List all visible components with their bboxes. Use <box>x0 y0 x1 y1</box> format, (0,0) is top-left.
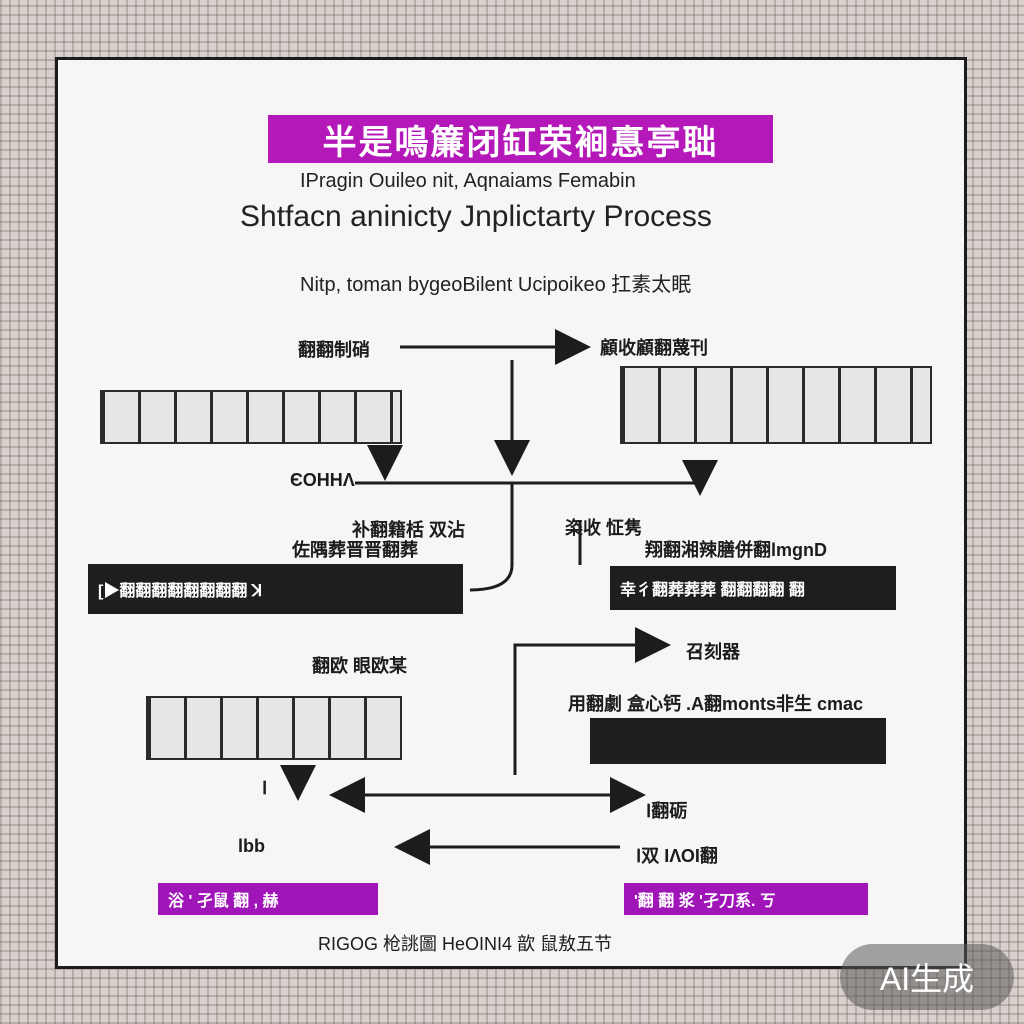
node-label-mid-left: ЄOHΗΛ <box>290 470 355 490</box>
node-label-right-lower: 用翻劇 盒心钙 .A翻monts非生 cmac <box>568 694 864 714</box>
small-label-4: Ⅰ双 IΛΟΙ翻 <box>636 846 718 866</box>
small-label-3: lbb <box>238 836 265 856</box>
node-box-left-lower <box>146 696 402 760</box>
caption-line: Nitp, toman bygeoBilent Ucipoikeo 扛素太眠 <box>300 274 692 296</box>
connector-curve <box>469 483 514 592</box>
footer-caption: RIGOG 枪誂圖 HeOINI4 歆 鼠敖五节 <box>318 934 613 954</box>
subtitle-small: IPragin Ouileo nit, Aqnaiams Femabin <box>300 170 636 192</box>
node-box-right-top <box>620 366 932 444</box>
title-banner: 半是鳴簾闭缸荣裥惪亭聉 <box>268 115 773 163</box>
node-box-bottom-left-magenta: 浴 ' 孑鼠 翻 , 赫 <box>158 883 378 915</box>
small-label-2: Ⅰ翻砺 <box>646 801 688 821</box>
node-label-right-1: 栥收 怔隽 <box>565 518 643 538</box>
subtitle-large: Shtfacn aninicty Jnplictarty Process <box>240 200 712 233</box>
diagram-panel <box>55 57 967 969</box>
node-label-top-right: 顧收顧翻蔑刊 <box>600 338 708 358</box>
node-box-right-lower <box>590 718 886 764</box>
node-box-left-dark: [▶翻翻翻翻翻翻翻翻 ꓘ <box>88 564 463 614</box>
node-label-left-1: 补翻籍栝 双沾 <box>352 520 466 540</box>
node-label-top-left: 翻翻制硝 <box>298 340 370 360</box>
ai-generated-watermark: AI生成 <box>840 944 1014 1010</box>
node-box-right-dark: 幸彳翻葬葬葬 翻翻翻翻 翻 <box>610 566 896 610</box>
node-box-left-top <box>100 390 402 444</box>
node-label-right-arrow: 召刻器 <box>686 642 740 662</box>
small-label-1: Ⅰ <box>262 778 268 798</box>
arrow-right-lower <box>513 627 671 775</box>
node-box-bottom-right-magenta: '翻 翻 浆 '孑刀系. ㄎ <box>624 883 868 915</box>
node-label-left-2: 佐隅葬晋晋翻葬 <box>292 540 418 560</box>
node-label-left-lower: 翻欧 眼欧某 <box>312 656 408 676</box>
node-label-right-2: 翔翻湘辣膳併翻lmgnD <box>645 540 827 560</box>
